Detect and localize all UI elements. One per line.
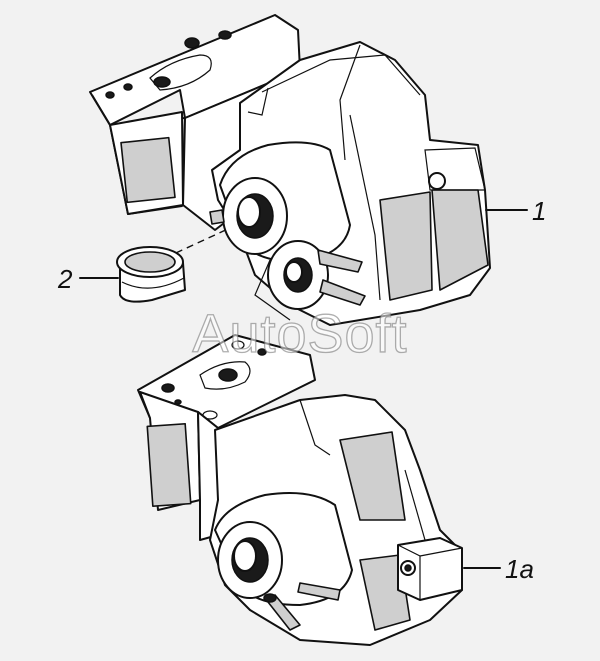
callout-label-1a: 1a (505, 554, 534, 584)
callout-2: 2 (57, 264, 119, 294)
upper-pump-housing (89, 14, 491, 326)
callout-label-1: 1 (532, 196, 546, 226)
callout-label-2: 2 (57, 264, 73, 294)
callout-1: 1 (485, 196, 546, 226)
lower-pump-housing (137, 334, 463, 646)
bushing (116, 246, 186, 303)
watermark: AutoSoft (192, 304, 407, 364)
callout-1a: 1a (463, 554, 534, 584)
